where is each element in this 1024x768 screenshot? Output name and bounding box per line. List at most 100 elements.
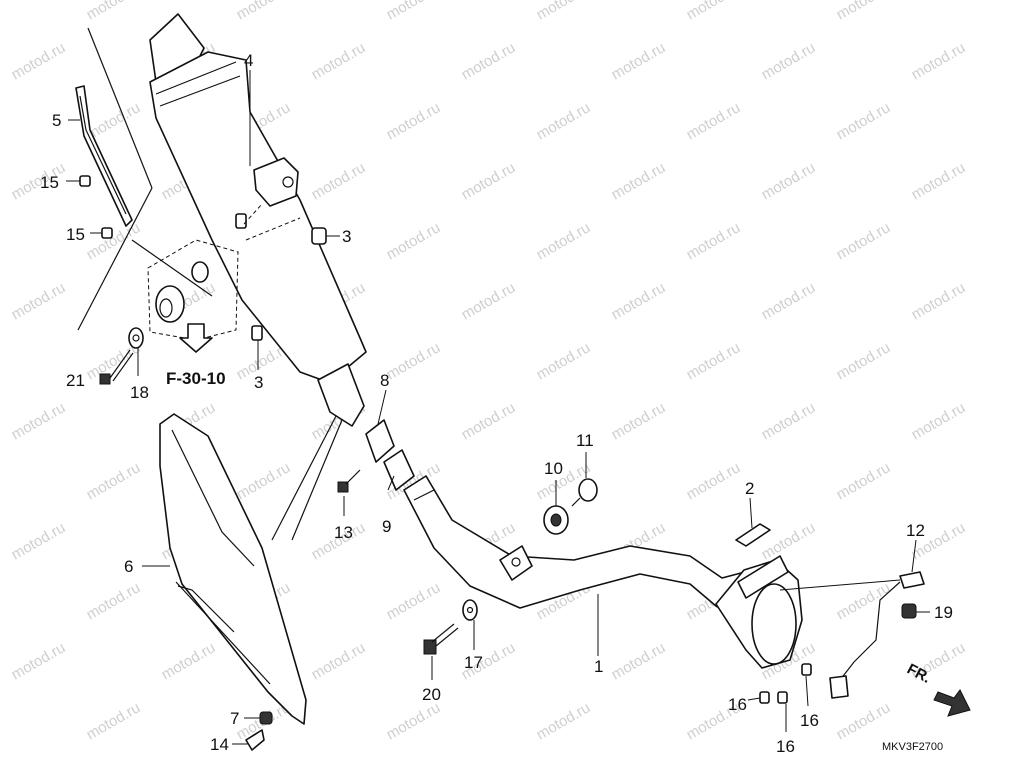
part-17-washer — [462, 599, 478, 621]
watermark-text: motod.ru — [909, 159, 969, 203]
callout-15-upper: 15 — [40, 173, 59, 192]
watermark-text: motod.ru — [684, 219, 744, 263]
watermark-text: motod.ru — [534, 339, 594, 383]
watermark-text: motod.ru — [834, 699, 894, 743]
callout-2: 2 — [745, 479, 754, 498]
part-18-washer — [128, 261, 209, 349]
watermark-text: motod.ru — [609, 399, 669, 443]
part-6-heat-shield — [159, 413, 307, 725]
part-20-bolt — [423, 623, 459, 655]
part-1-exhaust-pipe — [403, 475, 803, 669]
watermark-text: motod.ru — [9, 279, 69, 323]
watermark-text: motod.ru — [234, 459, 294, 503]
shield-mount-line-2 — [291, 419, 343, 541]
shield-mount-line — [271, 415, 337, 541]
callout-3-upper: 3 — [342, 227, 351, 246]
watermark-text: motod.ru — [9, 159, 69, 203]
watermark-text: motod.ru — [609, 39, 669, 83]
callout-21: 21 — [66, 371, 85, 390]
watermark-text: motod.ru — [9, 639, 69, 683]
part-8-gasket — [365, 419, 395, 463]
watermark-text: motod.ru — [159, 639, 219, 683]
part-12-o2-sensor — [779, 571, 925, 699]
watermark-text: motod.ru — [759, 519, 819, 563]
watermark-text: motod.ru — [834, 459, 894, 503]
part-16-nut-a — [759, 691, 770, 704]
part-4-muffler — [149, 13, 367, 427]
watermark-text: motod.ru — [309, 639, 369, 683]
callout-10: 10 — [544, 459, 563, 478]
watermark-text: motod.ru — [909, 39, 969, 83]
diagram-code: MKV3F2700 — [882, 741, 943, 753]
callout-6: 6 — [124, 557, 133, 576]
watermark-text: motod.ru — [459, 159, 519, 203]
leader-lines — [68, 70, 930, 745]
front-direction-arrow-icon — [933, 689, 971, 717]
watermark-text: motod.ru — [9, 39, 69, 83]
watermark-text: motod.ru — [459, 39, 519, 83]
callout-16-right: 16 — [800, 711, 819, 730]
callout-16-left: 16 — [728, 695, 747, 714]
watermark-text: motod.ru — [384, 579, 444, 623]
reference-label: F-30-10 — [166, 369, 226, 388]
part-2-gasket — [735, 523, 771, 547]
watermark-text: motod.ru — [534, 0, 594, 23]
part-13-bolt — [337, 469, 361, 493]
part-19-nut — [901, 603, 917, 619]
callout-14: 14 — [210, 735, 229, 754]
watermark-text: motod.ru — [384, 339, 444, 383]
callout-13: 13 — [334, 523, 353, 542]
watermark-text: motod.ru — [9, 519, 69, 563]
watermark-text: motod.ru — [759, 159, 819, 203]
watermark-text: motod.ru — [684, 99, 744, 143]
watermark-text: motod.ru — [309, 159, 369, 203]
watermark-text: motod.ru — [9, 399, 69, 443]
watermark-text: motod.ru — [684, 459, 744, 503]
watermark-text: motod.ru — [759, 279, 819, 323]
part-10-damper — [543, 505, 569, 535]
watermark-text: motod.ru — [384, 0, 444, 23]
watermark-text: motod.ru — [459, 279, 519, 323]
watermark-text: motod.ru — [84, 0, 144, 23]
watermark-text: motod.ru — [759, 39, 819, 83]
reference-arrow-icon — [179, 323, 213, 353]
watermark-text: motod.ru — [84, 459, 144, 503]
callout-18: 18 — [130, 383, 149, 402]
watermark-text: motod.ru — [459, 399, 519, 443]
callout-4: 4 — [244, 51, 253, 70]
part-5-bracket — [75, 85, 133, 227]
watermark-text: motod.ru — [234, 0, 294, 23]
watermark-text: motod.ru — [534, 699, 594, 743]
part-11-collar — [571, 478, 598, 507]
watermark-text: motod.ru — [909, 279, 969, 323]
watermark-text: motod.ru — [609, 279, 669, 323]
watermark-text: motod.ru — [834, 579, 894, 623]
callout-9: 9 — [382, 517, 391, 536]
watermark-text: motod.ru — [84, 699, 144, 743]
watermark-text: motod.ru — [534, 99, 594, 143]
watermark-text: motod.ru — [909, 399, 969, 443]
part-16-nut-b — [777, 691, 788, 704]
callout-11: 11 — [576, 431, 594, 450]
watermark-text: motod.ru — [309, 39, 369, 83]
callout-1: 1 — [594, 657, 603, 676]
watermark-text: motod.ru — [384, 699, 444, 743]
part-3-grommet-lower — [251, 325, 263, 341]
callout-19: 19 — [934, 603, 953, 622]
part-3-grommet-upper — [235, 203, 327, 245]
watermark-text: motod.ru — [384, 99, 444, 143]
part-7-nut — [259, 711, 273, 725]
watermark-text: motod.ru — [834, 219, 894, 263]
watermark-text: motod.ru — [384, 219, 444, 263]
callout-16-bottom: 16 — [776, 737, 795, 756]
watermark-text: motod.ru — [834, 0, 894, 23]
watermark-text: motod.ru — [84, 579, 144, 623]
watermark-text: motod.ru — [834, 339, 894, 383]
watermark-text: motod.ru — [684, 0, 744, 23]
callout-3-lower: 3 — [254, 373, 263, 392]
watermark-text: motod.ru — [609, 159, 669, 203]
callout-15-lower: 15 — [66, 225, 85, 244]
watermark-text: motod.ru — [534, 219, 594, 263]
frame-outline — [77, 27, 213, 331]
